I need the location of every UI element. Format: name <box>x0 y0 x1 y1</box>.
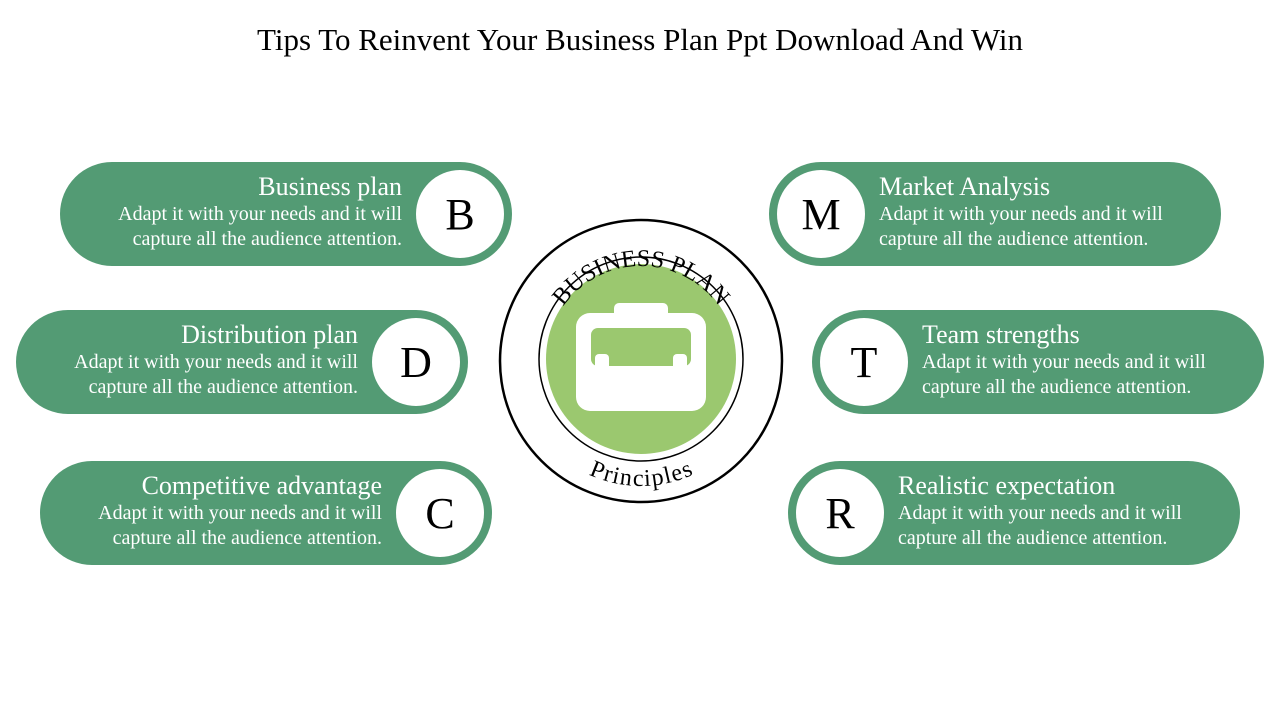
item-text: Distribution plan Adapt it with your nee… <box>74 320 358 400</box>
item-heading: Distribution plan <box>181 320 358 349</box>
item-body-line-1: Adapt it with your needs and it will <box>922 351 1206 373</box>
letter-badge: D <box>372 318 460 406</box>
item-body-line-2: capture all the audience attention. <box>879 228 1149 250</box>
letter-badge: C <box>396 469 484 557</box>
letter-badge: M <box>777 170 865 258</box>
item-body-line-2: capture all the audience attention. <box>898 527 1168 549</box>
item-body-line-2: capture all the audience attention. <box>88 376 358 398</box>
item-text: Market Analysis Adapt it with your needs… <box>879 172 1163 252</box>
item-heading: Realistic expectation <box>898 471 1116 500</box>
item-distribution-plan: Distribution plan Adapt it with your nee… <box>16 310 468 414</box>
letter-badge: T <box>820 318 908 406</box>
item-text: Competitive advantage Adapt it with your… <box>98 471 382 551</box>
item-body-line-1: Adapt it with your needs and it will <box>98 502 382 524</box>
item-market-analysis: M Market Analysis Adapt it with your nee… <box>769 162 1221 266</box>
item-text: Realistic expectation Adapt it with your… <box>898 471 1182 551</box>
item-heading: Competitive advantage <box>141 471 382 500</box>
item-realistic-expectation: R Realistic expectation Adapt it with yo… <box>788 461 1240 565</box>
inner-ring <box>538 256 744 462</box>
item-body-line-1: Adapt it with your needs and it will <box>74 351 358 373</box>
item-body-line-2: capture all the audience attention. <box>112 527 382 549</box>
item-heading: Business plan <box>258 172 402 201</box>
page-title: Tips To Reinvent Your Business Plan Ppt … <box>257 22 1023 57</box>
item-body-line-1: Adapt it with your needs and it will <box>879 203 1163 225</box>
item-text: Team strengths Adapt it with your needs … <box>922 320 1206 400</box>
item-team-strengths: T Team strengths Adapt it with your need… <box>812 310 1264 414</box>
item-competitive-advantage: Competitive advantage Adapt it with your… <box>40 461 492 565</box>
item-body-line-1: Adapt it with your needs and it will <box>118 203 402 225</box>
item-business-plan: Business plan Adapt it with your needs a… <box>60 162 512 266</box>
item-heading: Team strengths <box>922 320 1080 349</box>
briefcase-icon <box>576 303 706 411</box>
item-body-line-2: capture all the audience attention. <box>922 376 1192 398</box>
center-emblem: BUSINESS PLAN Principles <box>498 218 784 504</box>
item-heading: Market Analysis <box>879 172 1051 201</box>
letter-badge: B <box>416 170 504 258</box>
item-body-line-1: Adapt it with your needs and it will <box>898 502 1182 524</box>
item-text: Business plan Adapt it with your needs a… <box>118 172 402 252</box>
item-body-line-2: capture all the audience attention. <box>132 228 402 250</box>
letter-badge: R <box>796 469 884 557</box>
